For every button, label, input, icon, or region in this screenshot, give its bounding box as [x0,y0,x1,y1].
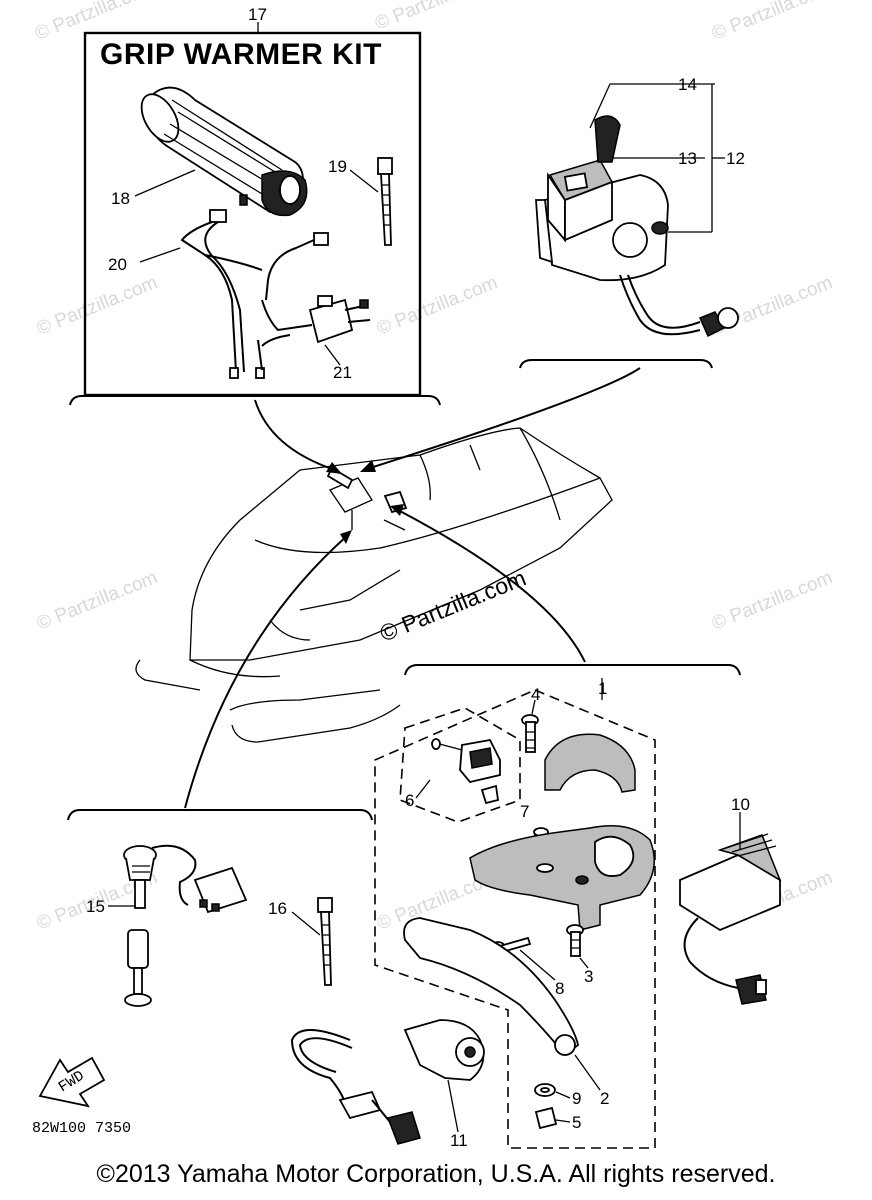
watermark: © Partzilla.com [34,567,161,634]
callout-13: 13 [678,149,697,168]
watermark: © Partzilla.com [709,0,836,45]
bolt-3 [566,924,584,957]
callout-21: 21 [333,363,352,382]
callout-16: 16 [268,899,287,918]
callout-10: 10 [731,795,750,814]
throttle-housing-group: 13 14 12 [519,75,745,369]
bolt-4 [521,714,539,753]
copyright-notice: ©2013 Yamaha Motor Corporation, U.S.A. A… [96,1160,776,1188]
diagram-code: 82W100 7350 [32,1120,131,1137]
snowmobile-outline [135,427,613,743]
callout-15: 15 [86,897,105,916]
kit-title: GRIP WARMER KIT [100,38,382,71]
washer-9 [534,1083,556,1097]
callout-19: 19 [328,157,347,176]
housing-bracket [519,359,713,369]
toggle-switch [308,295,371,344]
kit-frame [83,31,422,397]
switch-6 [431,738,501,784]
brake-switch [290,1019,485,1145]
callout-5: 5 [572,1113,581,1132]
brake-lever-group: 1 4 6 7 [290,664,741,1150]
callout-6: 6 [405,791,414,810]
callout-3: 3 [584,967,593,986]
key-switch-bracket [67,809,373,821]
callout-1: 1 [598,679,607,698]
callout-7: 7 [520,802,529,821]
callout-17: 17 [248,5,267,24]
heated-grip [140,86,308,217]
brake-bracket [404,664,741,676]
callout-11: 11 [450,1131,468,1150]
callout-9: 9 [572,1089,581,1108]
callout-8: 8 [555,979,564,998]
watermark: © Partzilla.com [709,272,836,339]
callout-14: 14 [678,75,697,94]
cable-tie-19 [377,157,393,246]
clamp-cap [544,733,636,793]
key-switch [123,844,248,1007]
connection-arrows [184,367,641,809]
watermark: © Partzilla.com [34,272,161,339]
watermark: © Partzilla.com [709,567,836,634]
watermarks: © Partzilla.com © Partzilla.com © Partzi… [32,0,836,935]
wire-harness [180,209,329,379]
assembly-boundary [374,689,656,1149]
callout-2: 2 [600,1089,609,1108]
kit-frame-bracket [69,395,441,406]
callout-12: 12 [726,149,745,168]
callout-18: 18 [111,189,130,208]
relay-module-10 [679,833,782,1005]
nut-5 [534,1106,558,1130]
brake-lever [403,917,579,1057]
center-watermark: © Partzilla.com [376,564,529,646]
watermark: © Partzilla.com [374,272,501,339]
front-direction-arrow: FWD [38,1056,106,1108]
grip-warmer-kit-group: GRIP WARMER KIT 17 18 19 [69,5,441,406]
cable-tie-16 [317,897,333,986]
throttle-housing [535,115,739,338]
key-switch-group: 15 16 [67,809,373,1007]
watermark: © Partzilla.com [372,0,499,35]
callout-4: 4 [531,685,540,704]
callout-20: 20 [108,255,127,274]
